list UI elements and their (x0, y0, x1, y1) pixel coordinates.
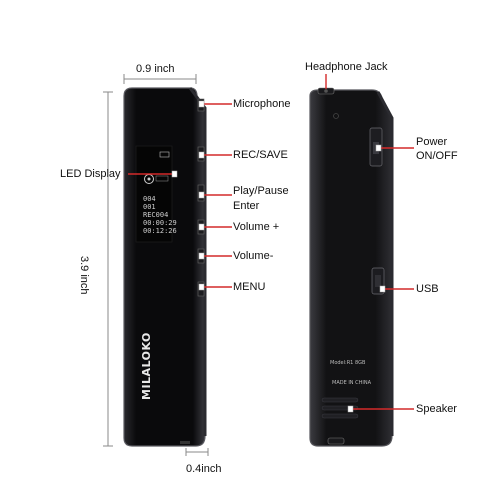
front-device (123, 87, 207, 447)
power-label: Power (416, 136, 448, 148)
headphone-jack-label: Headphone Jack (305, 61, 388, 73)
microphone-label: Microphone (233, 98, 291, 110)
screen-line-4: 00:00:29 (143, 219, 177, 227)
model-text: Model:R1 8GB (330, 360, 366, 366)
play-pause-label: Play/Pause (233, 185, 289, 197)
screen-line-1: 004 (143, 195, 156, 203)
screen-line-2: 001 (143, 203, 156, 211)
back-device (309, 87, 394, 447)
rec-save-label: REC/SAVE (233, 149, 288, 161)
led-display-label: LED Display (60, 168, 121, 180)
menu-label: MENU (233, 281, 266, 293)
callout-lines (128, 74, 414, 410)
width-dimension (123, 74, 197, 84)
speaker-label: Speaker (416, 403, 457, 415)
screen-line-3: REC004 (143, 211, 169, 219)
usb-label: USB (416, 283, 439, 295)
origin-text: MADE IN CHINA (332, 380, 372, 386)
depth-dimension (185, 448, 209, 456)
enter-label: Enter (233, 200, 260, 212)
volume-up-label: Volume + (233, 221, 280, 233)
brand-logo: MILALOKO (140, 332, 153, 400)
depth-label: 0.4inch (186, 463, 222, 475)
power-onoff-label: ON/OFF (416, 150, 458, 162)
callout-dots (171, 100, 386, 413)
height-dimension (103, 91, 113, 447)
height-label: 3.9 inch (78, 256, 90, 295)
width-label: 0.9 inch (136, 63, 175, 75)
screen-line-5: 00:12:26 (143, 227, 177, 235)
volume-down-label: Volume- (233, 250, 274, 262)
